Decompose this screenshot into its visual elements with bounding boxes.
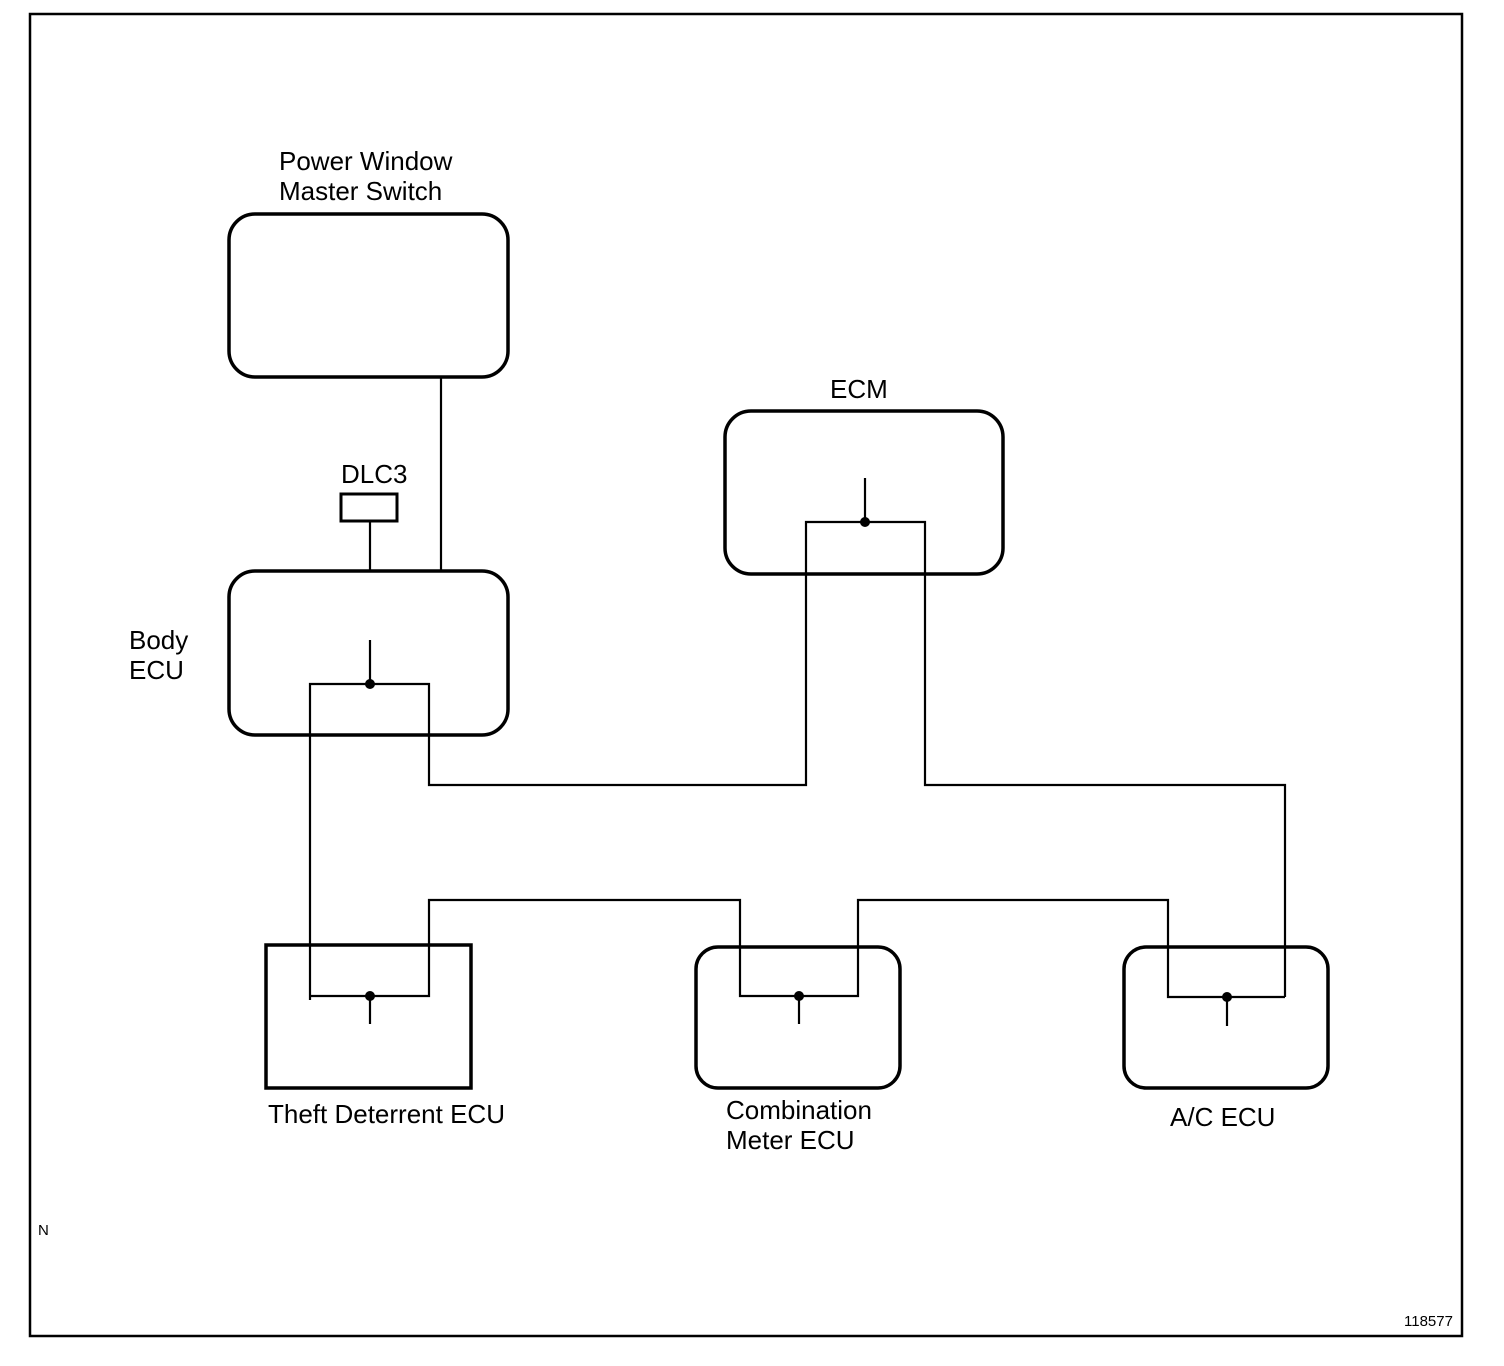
dlc3-connector-box [339, 492, 399, 523]
dlc3-label: DLC3 [341, 459, 408, 489]
ecm-box [723, 409, 1005, 576]
body-ecu-bus-node [365, 679, 375, 689]
corner-mark: N [38, 1222, 49, 1239]
ecm-label: ECM [830, 374, 888, 404]
combination-meter-label-line2: Meter ECU [726, 1125, 855, 1155]
power-window-master-switch-box [227, 212, 510, 379]
theft-deterrent-ecu-box [264, 943, 473, 1090]
power-window-master-switch-label: Power Window Master Switch [279, 146, 452, 206]
ecm-bus-node [860, 517, 870, 527]
body-ecu-box [227, 569, 510, 737]
ac-ecu-box [1122, 945, 1330, 1090]
outer-frame [28, 12, 1464, 1338]
body-ecu-label: Body ECU [129, 625, 188, 685]
combination-meter-ecu-label: Combination Meter ECU [726, 1095, 872, 1155]
body-ecu-label-line2: ECU [129, 655, 184, 685]
ac-ecu-label: A/C ECU [1170, 1102, 1276, 1132]
theft-deterrent-ecu-label: Theft Deterrent ECU [268, 1099, 505, 1129]
body-ecu-bus-loop [308, 520, 1287, 1000]
figure-id: 118577 [1404, 1313, 1453, 1330]
body-ecu-label-line1: Body [129, 625, 189, 655]
power-window-label-line1: Power Window [279, 146, 453, 176]
combination-meter-ecu-box [694, 945, 902, 1090]
power-window-label-line2: Master Switch [279, 176, 443, 206]
combination-meter-label-line1: Combination [726, 1095, 872, 1125]
